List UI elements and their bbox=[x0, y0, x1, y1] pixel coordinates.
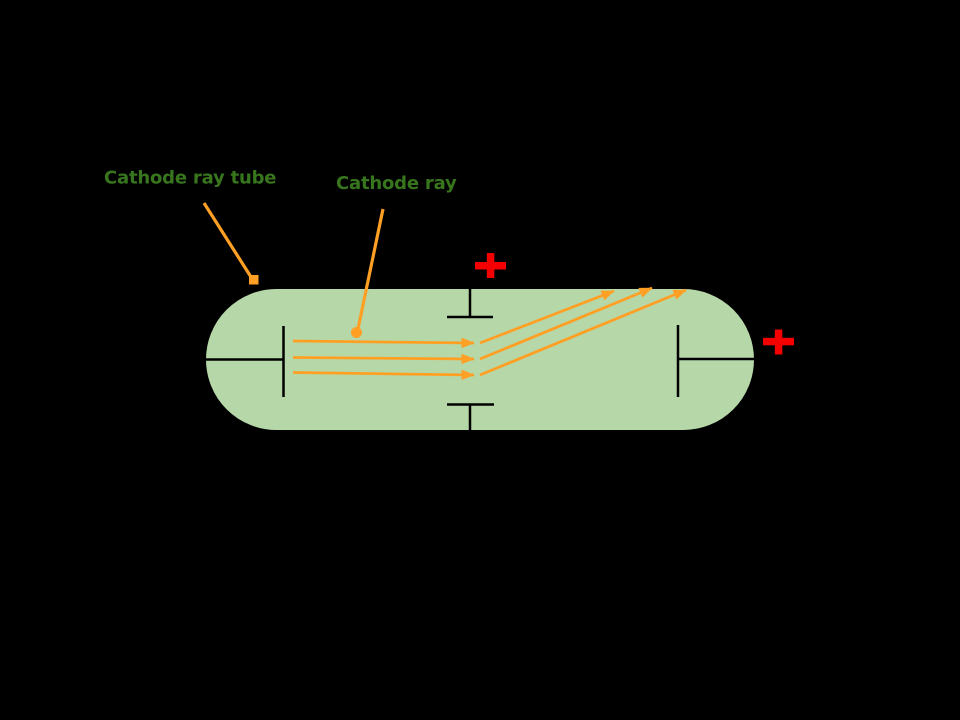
tube-label-leader-line bbox=[202, 202, 253, 278]
cathode-ray-beam bbox=[292, 286, 687, 381]
ray-2-deflected bbox=[479, 286, 653, 361]
ray-3-deflected bbox=[479, 288, 687, 377]
label-cathode-ray: Cathode ray bbox=[336, 173, 457, 194]
tube-body bbox=[204, 287, 756, 432]
plus-icon-anode bbox=[763, 329, 794, 355]
plus-icon-vertical-bar bbox=[486, 253, 495, 278]
tube-label-leader-square-endpoint bbox=[249, 275, 259, 285]
electrodes bbox=[206, 288, 754, 431]
label-cathode-ray-tube: Cathode ray tube bbox=[104, 168, 276, 189]
plus-icon-vertical-bar bbox=[774, 329, 783, 355]
ray-label-leader-line bbox=[356, 208, 385, 330]
label-leaders bbox=[202, 202, 385, 338]
ray-1-deflected bbox=[479, 289, 615, 345]
ray-3-straight bbox=[292, 369, 475, 381]
ray-2-straight bbox=[292, 353, 475, 365]
ray-1-straight bbox=[292, 337, 475, 349]
plus-icon-deflection-plate bbox=[475, 253, 506, 278]
ray-label-leader-dot-endpoint bbox=[351, 327, 362, 338]
